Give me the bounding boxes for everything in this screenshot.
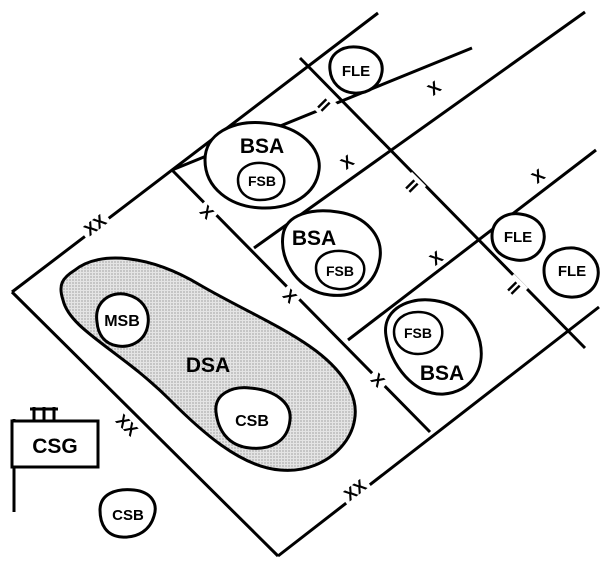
fsb-mid-unit [314, 249, 366, 291]
fsb-bottom-unit [392, 310, 444, 356]
division-boundary-top [11, 11, 379, 294]
fle-top-unit [328, 45, 384, 95]
echelon-marker-brigade-7: X [422, 244, 450, 272]
echelon-marker-battalion-1: II [309, 90, 339, 120]
dsa-label: DSA [186, 354, 230, 377]
bsa-bottom-label: BSA [420, 362, 464, 385]
fle-top-label: FLE [342, 63, 370, 80]
fle-right-1-unit [490, 212, 546, 262]
echelon-marker-battalion-3: II [499, 273, 529, 303]
echelon-marker-division-left: XX [108, 406, 146, 444]
csb-inner-label: CSB [235, 413, 269, 430]
csg-unit: CSG [10, 407, 100, 512]
bsa-mid-label: BSA [292, 227, 336, 250]
csb-outer-unit [98, 488, 157, 539]
echelon-marker-battalion-2: II [397, 171, 427, 201]
fsb-top-label: FSB [248, 173, 276, 189]
fle-right-2-label: FLE [558, 263, 586, 280]
msb-label: MSB [104, 313, 140, 330]
cross-boundary-2 [298, 56, 587, 350]
echelon-marker-brigade-3: X [364, 366, 392, 394]
bsa-top-label: BSA [240, 135, 284, 158]
fsb-bottom-label: FSB [404, 325, 432, 341]
fsb-mid-label: FSB [326, 263, 354, 279]
csb-inner-unit [214, 386, 292, 450]
echelon-marker-brigade-5: X [420, 74, 448, 102]
msb-unit [95, 292, 150, 348]
echelon-marker-division-bottom: XX [336, 472, 374, 508]
echelon-marker-brigade-1: X [193, 198, 221, 226]
echelon-marker-brigade-4: X [333, 148, 361, 176]
division-boundary-bottom [277, 305, 600, 558]
echelon-marker-brigade-2: X [276, 282, 304, 310]
csb-outer-label: CSB [112, 507, 144, 524]
echelon-marker-brigade-6: X [524, 162, 552, 190]
brigade-boundary-middle-seg [253, 10, 586, 250]
fsb-top-unit [236, 161, 286, 202]
brigade-boundary-lower-seg [347, 148, 597, 342]
division-boundary-left [10, 290, 280, 558]
csg-label: CSG [32, 435, 78, 458]
fle-right-1-label: FLE [504, 229, 532, 246]
fle-right-2-unit [542, 246, 600, 299]
